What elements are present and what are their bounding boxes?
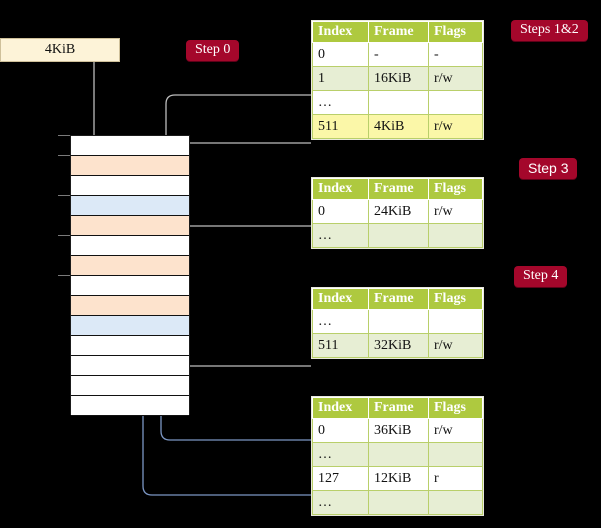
cell-index: 1 [312,66,369,91]
step-badge-step3: Step 3 [519,158,578,179]
memory-frame-row [71,316,189,336]
memory-frame-row [71,216,189,236]
cell-index: 511 [312,333,369,358]
physical-memory-column [70,135,190,416]
column-header-flags: Flags [428,178,483,200]
memory-scale-tick [58,135,70,136]
wire-pt-row0 [160,209,311,441]
memory-frame-row [71,356,189,376]
memory-frame-row [71,276,189,296]
step-badge-steps12: Steps 1&2 [511,20,588,41]
memory-frame-row [71,376,189,396]
cell-index: 0 [312,199,369,224]
cell-frame [368,490,429,515]
cell-flags [428,490,483,515]
wire-step3 [180,225,311,276]
wire-pt-row127 [142,329,311,496]
cell-frame: 4KiB [368,114,429,139]
cell-index: … [312,490,369,515]
memory-frame-row [71,336,189,356]
cell-index: … [312,90,369,115]
memory-frame-row [71,296,189,316]
memory-frame-row [71,396,189,416]
column-header-frame: Frame [368,178,429,200]
cell-flags: r [428,466,483,491]
step-badge-step4: Step 4 [514,266,568,287]
memory-scale-tick [58,275,70,276]
cell-index: … [312,309,369,334]
column-header-index: Index [312,288,369,310]
memory-frame-row [71,256,189,276]
cell-flags: r/w [428,66,483,91]
memory-frame-row [71,136,189,156]
column-header-index: Index [312,178,369,200]
table-row: … [312,90,483,115]
column-header-flags: Flags [428,21,483,43]
column-header-frame: Frame [368,21,429,43]
cell-frame: 24KiB [368,199,429,224]
cell-index: 127 [312,466,369,491]
wire-step4 [180,308,311,367]
wire-steps12-b [165,94,311,236]
cell-flags: r/w [428,114,483,139]
column-header-index: Index [312,21,369,43]
table-row: … [312,490,483,515]
cell-frame: 36KiB [368,418,429,443]
cell-flags [428,309,483,334]
cell-frame: 12KiB [368,466,429,491]
cell-flags [428,442,483,467]
cell-frame [368,223,429,248]
column-header-frame: Frame [368,397,429,419]
cell-index: … [312,223,369,248]
step-badge-step0: Step 0 [186,40,240,61]
source-frame-label: 4KiB [44,42,76,57]
cell-index: 511 [312,114,369,139]
memory-frame-row [71,236,189,256]
memory-scale-tick [58,195,70,196]
memory-frame-row [71,176,189,196]
column-header-frame: Frame [368,288,429,310]
memory-scale-tick [58,155,70,156]
cell-flags: - [428,42,483,67]
column-header-flags: Flags [428,397,483,419]
cell-index: 0 [312,42,369,67]
column-header-flags: Flags [428,288,483,310]
table-row: … [312,309,483,334]
cell-frame: 16KiB [368,66,429,91]
cell-flags [428,223,483,248]
cell-flags [428,90,483,115]
cell-frame: 32KiB [368,333,429,358]
cell-index: 0 [312,418,369,443]
cell-frame: - [368,42,429,67]
memory-frame-row [71,196,189,216]
cell-frame [368,90,429,115]
memory-frame-row [71,156,189,176]
table-row: … [312,442,483,467]
cell-frame [368,442,429,467]
cell-flags: r/w [428,333,483,358]
table-row: … [312,223,483,248]
memory-scale-tick [58,235,70,236]
cell-frame [368,309,429,334]
table-row: 0-- [312,42,483,67]
cell-flags: r/w [428,418,483,443]
cell-flags: r/w [428,199,483,224]
column-header-index: Index [312,397,369,419]
source-frame-box: 4KiB [0,38,120,62]
cell-index: … [312,442,369,467]
